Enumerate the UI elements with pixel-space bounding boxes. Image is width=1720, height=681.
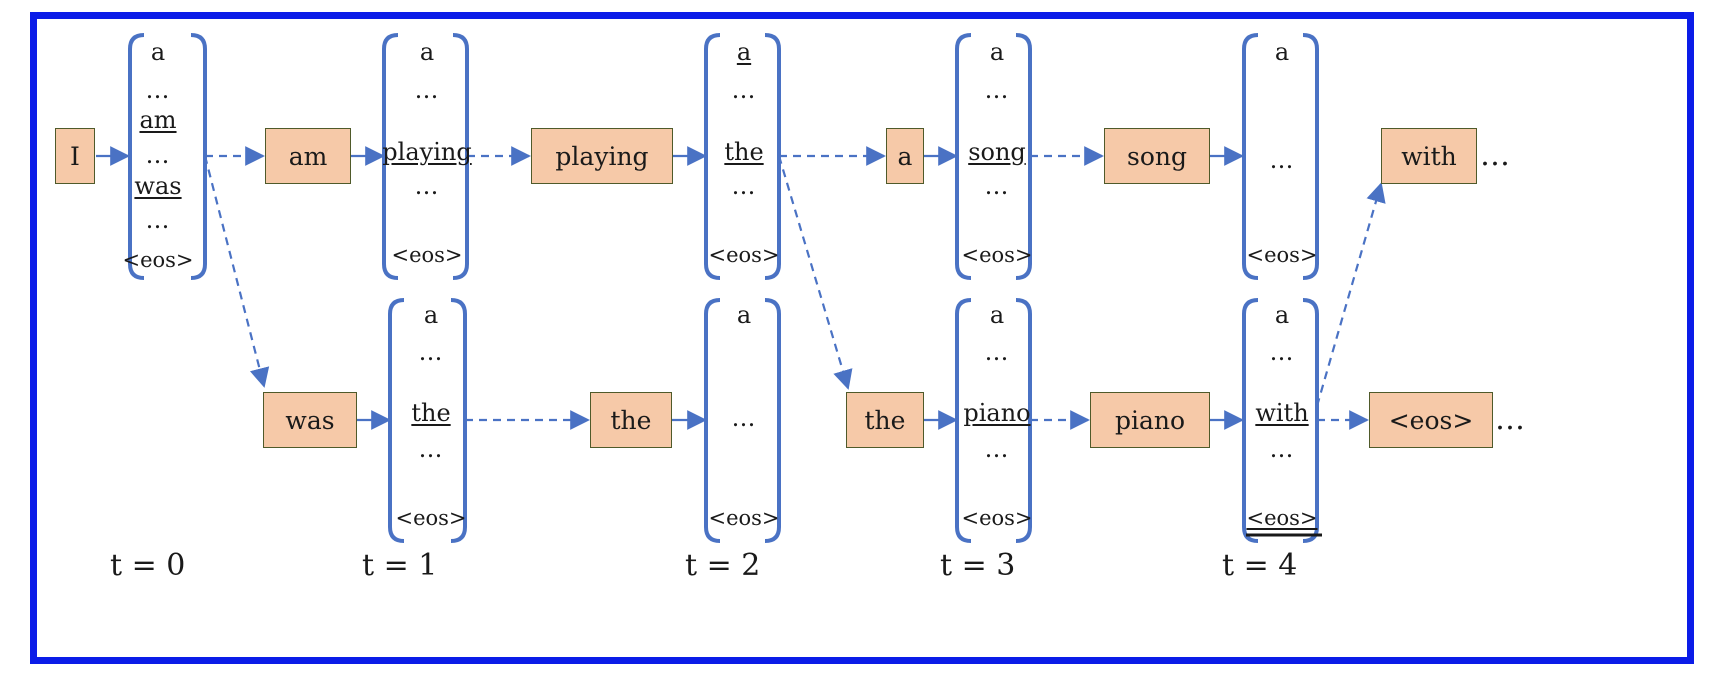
vocab-word: <eos> (1246, 243, 1318, 267)
vocab-word-selected: song (968, 138, 1026, 166)
vocab-word-selected: playing (382, 138, 472, 166)
vocab-word: … (731, 404, 757, 432)
edge-vec-t2-top-to-the-t3 (777, 155, 853, 390)
vocab-word: … (414, 76, 440, 104)
token-box-piano-t4: piano (1090, 392, 1210, 448)
vocab-word-selected: am (139, 106, 177, 134)
vocab-word-selected: <eos> (1246, 506, 1318, 530)
vocab-word: … (145, 206, 171, 234)
vec-t0-left-bracket (128, 33, 145, 280)
timestep-label: t = 0 (110, 548, 186, 583)
timestep-label: t = 3 (940, 548, 1016, 583)
token-box-with-t5: with (1381, 128, 1477, 184)
timestep-label: t = 1 (362, 548, 438, 583)
vocab-word-selected: the (724, 138, 764, 166)
vocab-word: a (1274, 38, 1290, 66)
token-box-the-t2: the (590, 392, 672, 448)
vec-t4-top-left-bracket (1242, 33, 1259, 280)
vec-t2-bottom-right-bracket (764, 298, 781, 543)
vocab-word: <eos> (395, 506, 467, 530)
vocab-word: <eos> (122, 248, 194, 272)
token-box-am-t1: am (265, 128, 351, 184)
vec-t0-right-bracket (190, 33, 207, 280)
vocab-word: … (984, 435, 1010, 463)
vocab-word: … (418, 435, 444, 463)
vocab-word-selected: piano (963, 399, 1031, 427)
vocab-word: … (984, 76, 1010, 104)
vocab-word: … (414, 172, 440, 200)
vec-t4-top-right-bracket (1302, 33, 1319, 280)
vocab-word: <eos> (708, 506, 780, 530)
vocab-word: … (984, 172, 1010, 200)
vocab-word: … (1269, 338, 1295, 366)
vocab-word: a (150, 38, 166, 66)
vec-t2-top-right-bracket (764, 33, 781, 280)
vocab-word: a (989, 38, 1005, 66)
vocab-word-selected: a (736, 38, 752, 66)
vocab-word: … (1269, 146, 1295, 174)
token-box-eos-t5: <eos> (1369, 392, 1493, 448)
token-box-song-t4: song (1104, 128, 1210, 184)
vocab-word: … (145, 76, 171, 104)
vocab-word: a (736, 301, 752, 329)
token-box-was-t1: was (263, 392, 357, 448)
vocab-word: a (989, 301, 1005, 329)
vocab-word: … (984, 338, 1010, 366)
edge-vec-t0-to-was-t1 (203, 155, 270, 388)
vec-t1-bottom-left-bracket (388, 298, 405, 543)
vec-t1-bottom-right-bracket (450, 298, 467, 543)
vocab-word: <eos> (961, 506, 1033, 530)
vocab-word: … (1269, 435, 1295, 463)
edge-vec-t4-bottom-to-with-t5 (1315, 182, 1386, 407)
vocab-word: a (423, 301, 439, 329)
vec-t2-top-left-bracket (704, 33, 721, 280)
timestep-label: t = 2 (685, 548, 761, 583)
vocab-word: <eos> (708, 243, 780, 267)
vocab-word-selected: with (1255, 399, 1309, 427)
vocab-word: … (731, 172, 757, 200)
vocab-word: a (419, 38, 435, 66)
token-box-a-t3: a (886, 128, 924, 184)
vocab-word-selected: was (134, 172, 182, 200)
vec-t4-bottom-left-bracket (1242, 298, 1259, 543)
diagram-frame (30, 12, 1694, 664)
vocab-word: … (731, 76, 757, 104)
token-box-I-t0: I (55, 128, 95, 184)
continuation-ellipsis-bottom: … (1495, 402, 1526, 437)
vec-t2-bottom-left-bracket (704, 298, 721, 543)
token-box-the-t3: the (846, 392, 924, 448)
continuation-ellipsis-top: … (1480, 138, 1511, 173)
vocab-word: … (145, 141, 171, 169)
token-box-playing-t2: playing (531, 128, 673, 184)
vocab-word-selected: the (411, 399, 451, 427)
vocab-word: a (1274, 301, 1290, 329)
vocab-word: <eos> (391, 243, 463, 267)
vocab-word: <eos> (961, 243, 1033, 267)
timestep-label: t = 4 (1222, 548, 1298, 583)
vocab-word: … (418, 338, 444, 366)
